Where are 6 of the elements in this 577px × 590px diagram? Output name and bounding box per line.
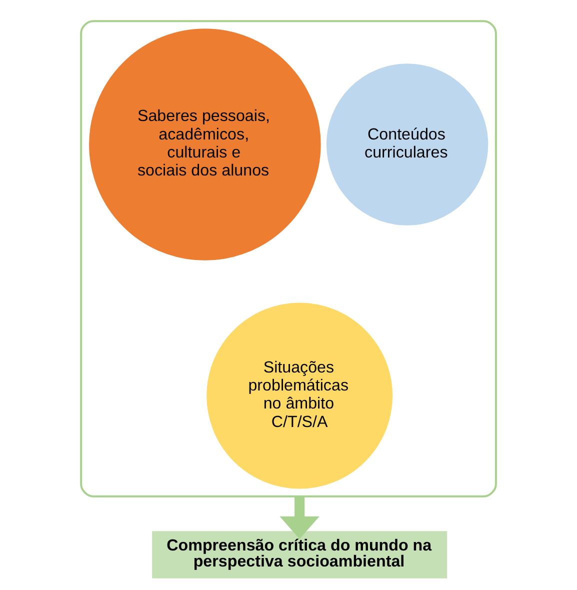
cluster xyxy=(80,20,497,497)
node-circle: Situações problemáticas no âmbito C/T/S/A xyxy=(206,302,393,488)
arrow xyxy=(280,496,320,539)
node-box: Compreensão crítica do mundo na perspectiva socioambiental xyxy=(152,530,448,578)
node-circle: Saberes pessoais, acadêmicos, culturais e sociais dos alunos xyxy=(89,28,321,260)
node-circle: Conteúdos curriculares xyxy=(326,63,488,225)
